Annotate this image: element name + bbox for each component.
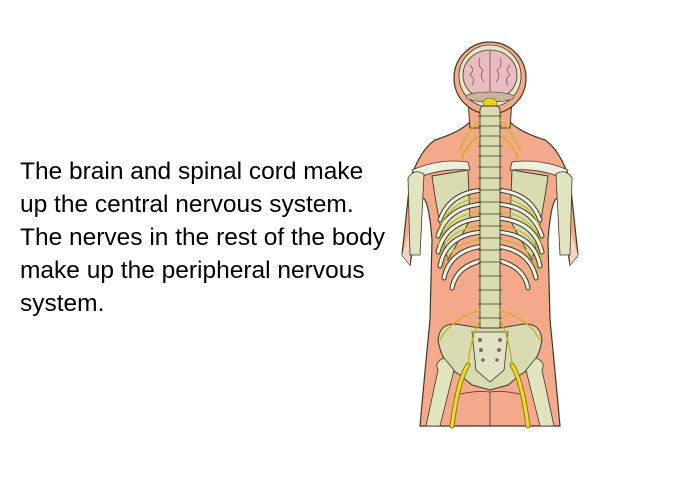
nervous-system-illustration <box>380 40 600 430</box>
body-text: The brain and spinal cord make up the ce… <box>20 158 385 317</box>
brain <box>453 41 527 115</box>
sciatic-nerves <box>439 309 541 429</box>
rib-cage <box>435 187 545 291</box>
